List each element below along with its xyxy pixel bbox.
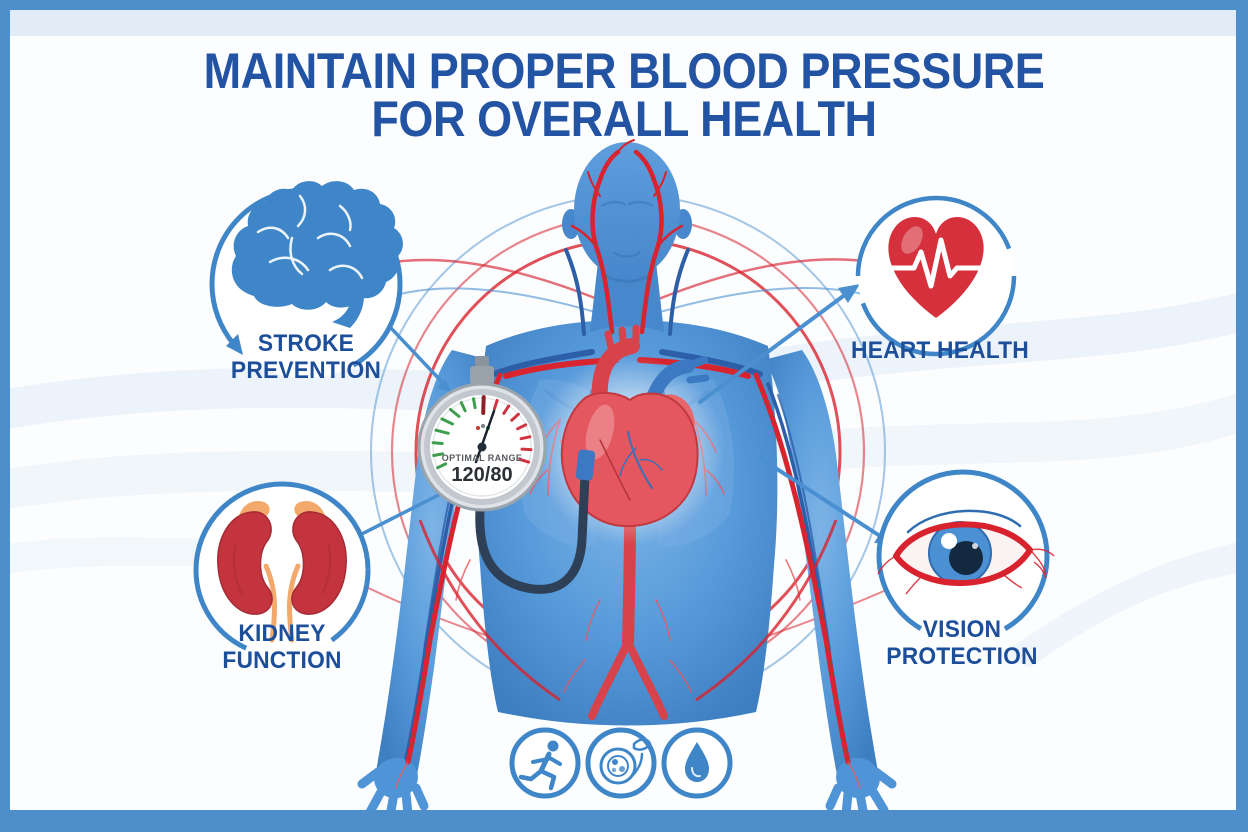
stroke-prevention-label: STROKE PREVENTION	[211, 330, 401, 384]
anatomical-heart	[535, 324, 725, 545]
arrow-to-vision-protection	[758, 456, 882, 538]
heart-ecg-icon	[887, 216, 985, 318]
blood-vessels	[395, 139, 861, 789]
kidneys-icon	[217, 500, 347, 643]
gauge-tube	[475, 449, 596, 594]
top-tint-band	[10, 10, 1236, 36]
callout-heart-health	[855, 195, 1017, 357]
heart-health-label-line-1: HEART HEALTH	[851, 337, 1029, 364]
page-title-line-1: MAINTAIN PROPER BLOOD PRESSURE	[203, 43, 1045, 99]
water-droplet-icon	[661, 727, 733, 799]
face-features	[600, 200, 654, 283]
gauge-ticks	[431, 395, 533, 470]
healthy-plate-icon	[585, 727, 657, 799]
brain-icon	[231, 181, 403, 328]
gauge-needle	[474, 409, 496, 464]
gauge-label: OPTIMAL RANGE	[441, 453, 523, 463]
front-ring-arcs	[418, 519, 838, 702]
kidney-function-label-line-1: KIDNEY	[238, 620, 326, 647]
heart-health-label: HEART HEALTH	[836, 337, 1045, 364]
stroke-prevention-label-line-2: PREVENTION	[230, 357, 382, 385]
kidney-function-label-line-2: FUNCTION	[222, 647, 342, 675]
blood-pressure-gauge	[417, 356, 547, 512]
kidney-function-label: KIDNEY FUNCTION	[187, 620, 377, 674]
callout-stroke-prevention	[209, 181, 403, 381]
stroke-prevention-label-line-1: STROKE	[257, 330, 355, 357]
vision-protection-label-line-2: PROTECTION	[886, 643, 1038, 671]
vision-protection-label-line-1: VISION	[922, 616, 1002, 643]
callout-kidney-function	[193, 481, 371, 659]
page-title-line-2: FOR OVERALL HEALTH	[371, 91, 877, 147]
callout-vision-protection	[876, 469, 1055, 643]
lifestyle-icons	[509, 727, 733, 799]
gauge-reading: 120/80	[451, 464, 513, 486]
exercise-runner-icon	[509, 727, 581, 799]
vision-protection-label: VISION PROTECTION	[867, 616, 1057, 670]
eye-icon	[877, 509, 1055, 595]
arrow-to-heart-health	[698, 292, 848, 404]
